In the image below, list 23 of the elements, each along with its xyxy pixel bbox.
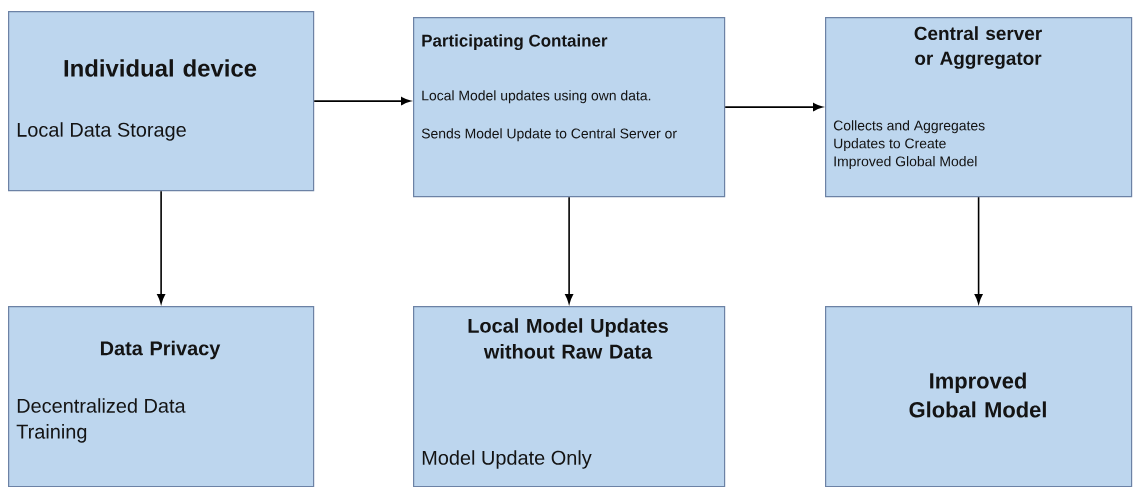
box-text: Sends Model Update to Central Server or <box>421 128 677 142</box>
box-title: Individual device <box>64 59 257 77</box>
box-text: Decentralized Data Training <box>16 398 186 443</box>
arrow <box>565 196 573 304</box>
box-title: Central server or Aggregator <box>914 26 1042 69</box>
process-box <box>825 306 1133 487</box>
box-text: Collects and Aggregates Updates to Create Improved Global Model <box>833 120 985 170</box>
arrow <box>157 190 165 304</box>
process-box <box>825 17 1133 198</box>
process-box <box>8 11 315 192</box>
box-text: Local Data Storage <box>17 122 186 141</box>
arrow <box>313 97 411 105</box>
process-box <box>413 17 726 198</box>
box-title: Improved Global Model <box>909 372 1046 418</box>
arrow <box>724 103 823 111</box>
box-title: Data Privacy <box>100 340 221 360</box>
box-title: Participating Container <box>422 34 608 51</box>
process-box <box>413 306 726 487</box>
process-box <box>8 306 315 487</box>
box-title: Local Model Updates without Raw Data <box>468 318 668 359</box>
arrow <box>974 196 983 304</box>
box-text: Local Model updates using own data. <box>422 90 651 104</box>
box-text: Model Update Only <box>422 450 592 469</box>
